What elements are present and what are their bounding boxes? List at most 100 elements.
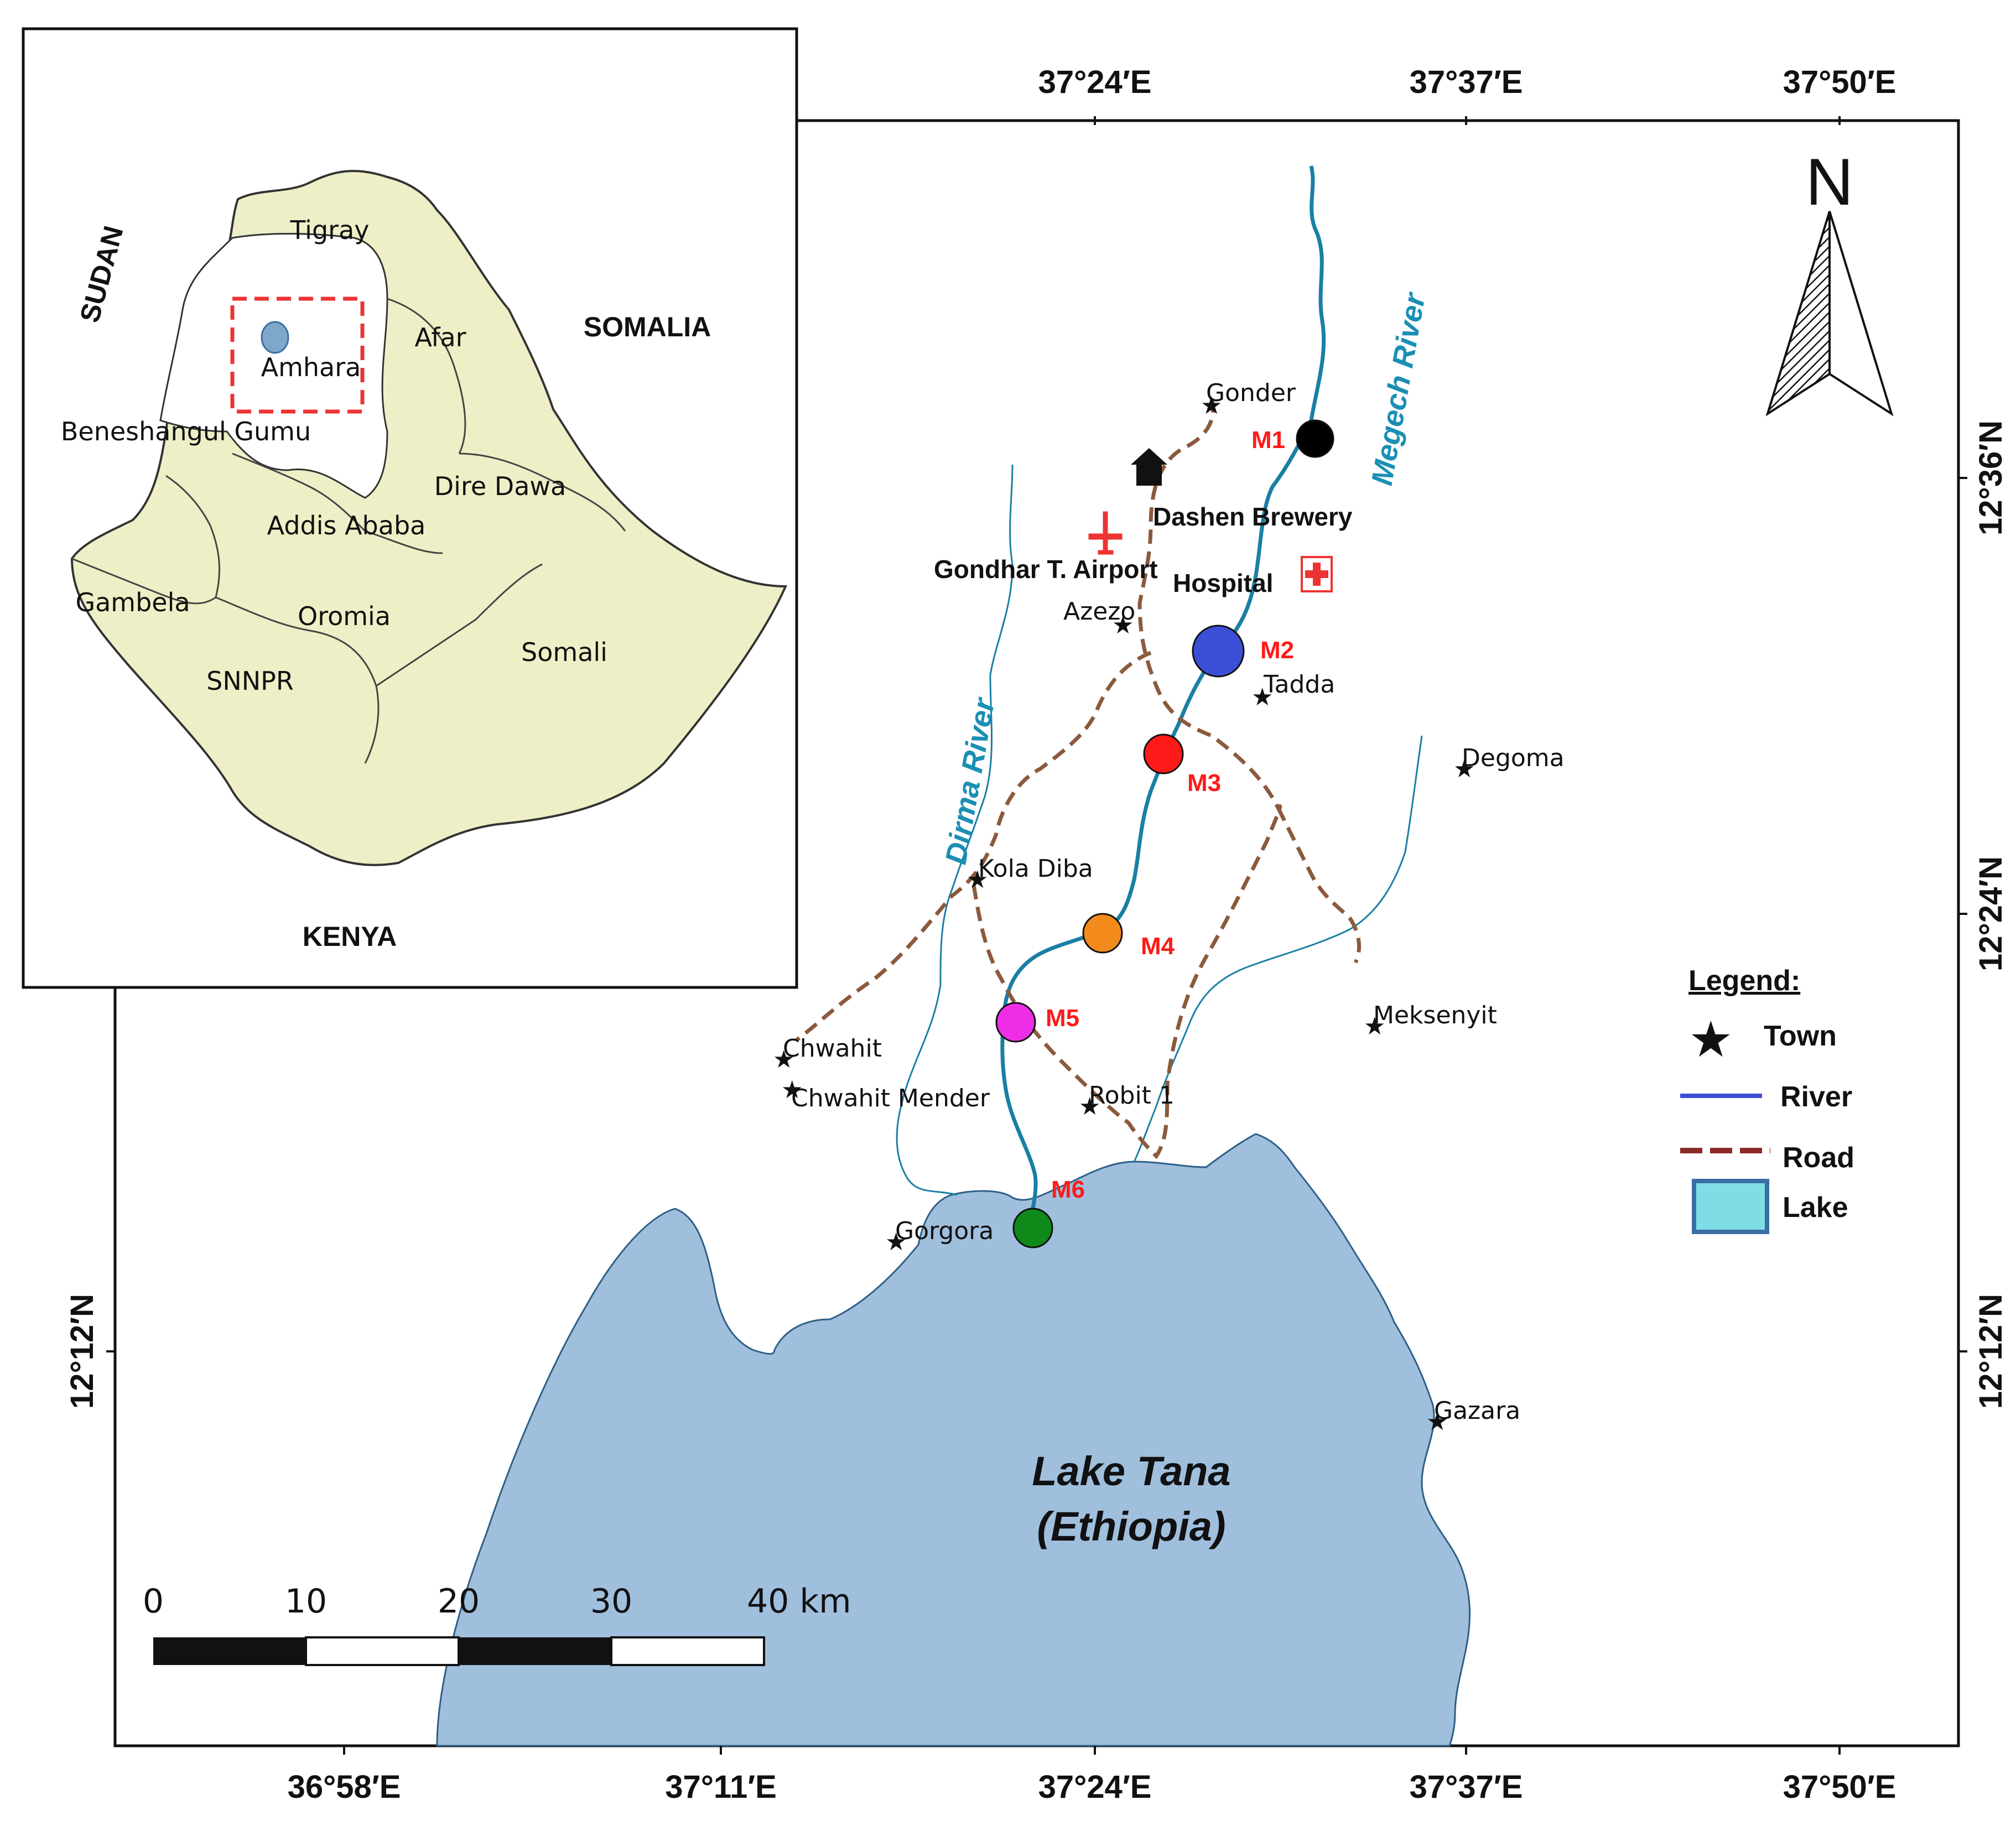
bottom-axis bbox=[343, 1746, 1841, 1755]
lake-country: (Ethiopia) bbox=[1037, 1504, 1225, 1549]
legend: Legend: ★ Town River Road Lake bbox=[1680, 965, 1854, 1234]
town-label-robit: Robit 1 bbox=[1089, 1081, 1175, 1110]
region-borders bbox=[71, 298, 626, 764]
site-marker-m5 bbox=[995, 1002, 1036, 1043]
right-lat-tick-3: 12°12′N bbox=[1973, 1294, 2009, 1409]
right-lat-tick-2: 12°24′N bbox=[1973, 856, 2009, 971]
legend-lake-label: Lake bbox=[1783, 1192, 1848, 1224]
scale-tick-20: 20 bbox=[438, 1582, 480, 1621]
site-label-m1: M1 bbox=[1251, 426, 1285, 454]
town-label-gazara: Gazara bbox=[1434, 1397, 1520, 1425]
sampling-sites bbox=[995, 419, 1334, 1248]
scale-tick-30: 30 bbox=[590, 1582, 632, 1621]
inset-lake-tana bbox=[261, 321, 289, 354]
inset-region-dire-dawa: Dire Dawa bbox=[434, 471, 566, 501]
site-label-m6: M6 bbox=[1051, 1176, 1085, 1203]
town-label-meksenyit: Meksenyit bbox=[1373, 1001, 1497, 1029]
inset-region-oromia: Oromia bbox=[298, 601, 391, 631]
bottom-lon-tick-3: 37°24′E bbox=[1038, 1769, 1152, 1805]
inset-region-beneshangul: Beneshangul Gumu bbox=[61, 417, 311, 446]
town-label-kola-diba: Kola Diba bbox=[978, 855, 1093, 883]
legend-town-label: Town bbox=[1764, 1020, 1837, 1052]
north-arrow bbox=[1765, 211, 1894, 417]
town-star: ★ bbox=[1251, 683, 1273, 711]
inset-country-kenya: KENYA bbox=[303, 921, 397, 952]
inset-region-gambela: Gambela bbox=[75, 587, 190, 617]
inset-region-addis-ababa: Addis Ababa bbox=[267, 511, 426, 540]
north-label: N bbox=[1806, 145, 1854, 219]
legend-road-label: Road bbox=[1783, 1142, 1854, 1174]
town-star: ★ bbox=[1079, 1093, 1100, 1121]
top-lon-tick-3: 37°50′E bbox=[1783, 64, 1897, 100]
left-lat-tick-1: 12°12′N bbox=[64, 1294, 100, 1409]
eastern-tributary bbox=[1133, 735, 1423, 1162]
hospital-label: Hospital bbox=[1173, 569, 1273, 597]
inset-region-amhara: Amhara bbox=[261, 352, 361, 382]
town-star: ★ bbox=[885, 1228, 907, 1256]
scale-tick-10: 10 bbox=[285, 1582, 327, 1621]
inset-region-somali: Somali bbox=[521, 637, 607, 667]
lake-tana bbox=[436, 1133, 1471, 1747]
road-east-loop bbox=[1276, 807, 1362, 964]
legend-title: Legend: bbox=[1688, 965, 1800, 997]
airport-label: Gondhar T. Airport bbox=[934, 555, 1158, 584]
road-azezo-chwahit bbox=[795, 651, 1152, 1042]
airport-icon bbox=[1088, 511, 1123, 555]
hospital-icon bbox=[1301, 556, 1333, 592]
site-label-m3: M3 bbox=[1187, 769, 1221, 797]
site-marker-m3 bbox=[1143, 733, 1184, 774]
town-label-azezo: Azezo bbox=[1063, 597, 1135, 626]
town-star: ★ bbox=[1453, 755, 1475, 783]
town-label-tadda: Tadda bbox=[1263, 670, 1335, 699]
town-star: ★ bbox=[967, 866, 988, 894]
bottom-lon-tick-4: 37°37′E bbox=[1410, 1769, 1523, 1805]
top-axis bbox=[1094, 116, 1841, 125]
town-star: ★ bbox=[773, 1045, 794, 1074]
inset-map bbox=[22, 27, 798, 989]
town-label-degoma: Degoma bbox=[1462, 744, 1565, 772]
site-label-m5: M5 bbox=[1046, 1005, 1079, 1032]
site-label-m2: M2 bbox=[1260, 637, 1294, 664]
brewery-label: Dashen Brewery bbox=[1153, 502, 1353, 531]
top-lon-tick-1: 37°24′E bbox=[1038, 64, 1152, 100]
town-markers: ★ ★ ★ ★ ★ ★ ★ ★ ★ ★ ★ bbox=[773, 392, 1475, 1436]
inset-country-somalia: SOMALIA bbox=[584, 311, 711, 342]
town-star: ★ bbox=[781, 1076, 803, 1104]
town-star: ★ bbox=[1364, 1012, 1385, 1041]
road-gonder-azezo bbox=[1137, 398, 1280, 809]
right-lat-tick-1: 12°36′N bbox=[1973, 420, 2009, 535]
bottom-lon-tick-1: 36°58′E bbox=[288, 1769, 401, 1805]
dirma-river bbox=[896, 464, 1014, 1196]
inset-region-tigray: Tigray bbox=[290, 215, 370, 245]
site-marker-m2 bbox=[1192, 625, 1245, 678]
legend-river-label: River bbox=[1780, 1081, 1852, 1113]
town-label-gorgora: Gorgora bbox=[895, 1217, 994, 1245]
town-star: ★ bbox=[1426, 1408, 1448, 1436]
inset-region-afar: Afar bbox=[414, 322, 466, 352]
top-lon-tick-2: 37°37′E bbox=[1410, 64, 1523, 100]
road-kola-robit bbox=[971, 804, 1282, 1159]
town-label-chwahit: Chwahit bbox=[783, 1034, 882, 1063]
scale-tick-40: 40 km bbox=[747, 1582, 851, 1621]
bottom-lon-tick-2: 37°11′E bbox=[665, 1769, 777, 1805]
legend-town-icon: ★ bbox=[1688, 1011, 1733, 1069]
brewery-icon bbox=[1131, 448, 1167, 486]
site-marker-m6 bbox=[1012, 1208, 1053, 1248]
right-axis bbox=[1958, 477, 1967, 1352]
site-marker-m1 bbox=[1296, 419, 1334, 458]
lake-name: Lake Tana bbox=[1032, 1448, 1230, 1494]
scale-bar bbox=[153, 1636, 765, 1666]
roads bbox=[795, 398, 1362, 1159]
site-marker-m4 bbox=[1082, 913, 1123, 954]
scale-tick-0: 0 bbox=[143, 1582, 164, 1621]
inset-region-snnpr: SNNPR bbox=[206, 666, 294, 696]
town-star: ★ bbox=[1112, 611, 1134, 639]
town-label-chwahit-mender: Chwahit Mender bbox=[791, 1084, 990, 1112]
bottom-lon-tick-5: 37°50′E bbox=[1783, 1769, 1897, 1805]
site-label-m4: M4 bbox=[1141, 933, 1175, 960]
study-area-box bbox=[230, 296, 365, 414]
town-label-gonder: Gonder bbox=[1206, 379, 1296, 407]
legend-lake-swatch bbox=[1692, 1179, 1769, 1234]
town-star: ★ bbox=[1201, 392, 1222, 420]
